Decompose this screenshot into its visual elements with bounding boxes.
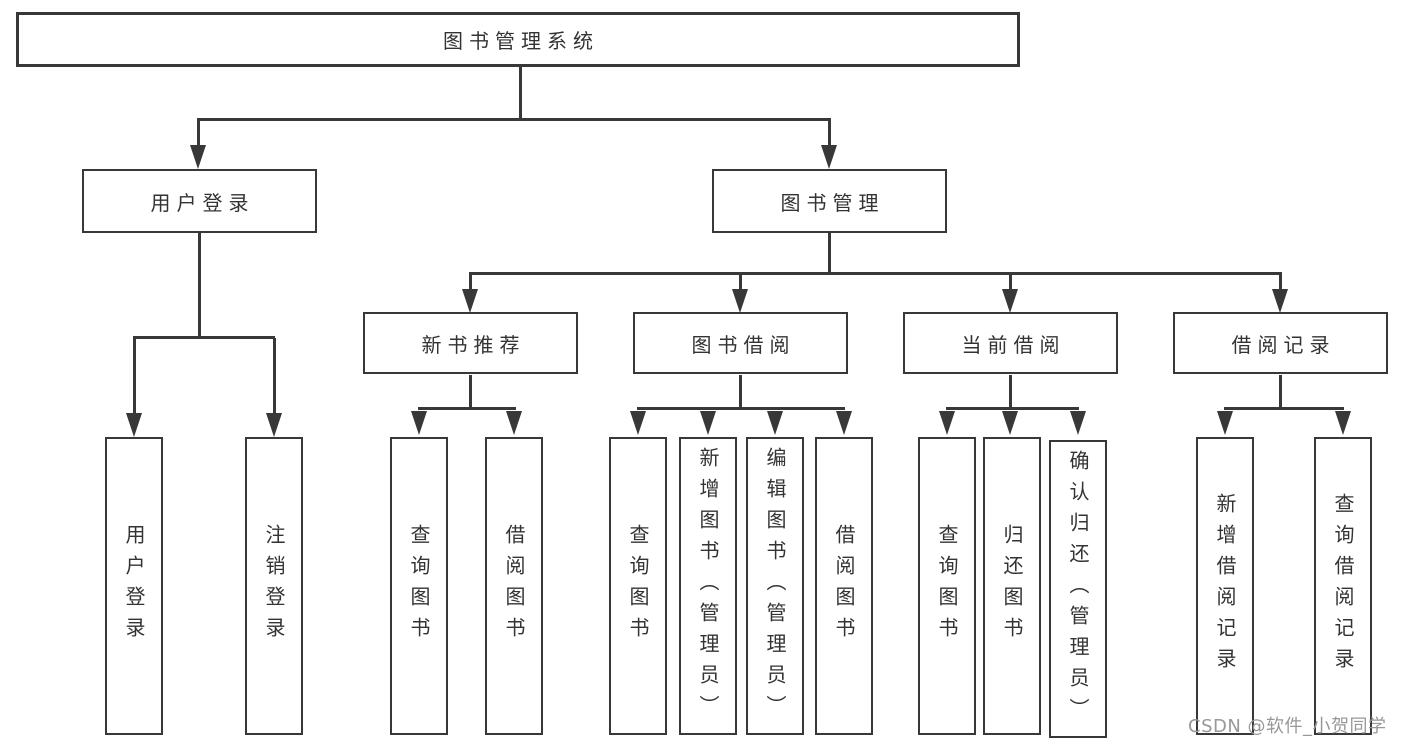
node-label: 查询图书 bbox=[407, 524, 431, 648]
arrow-down-icon bbox=[1002, 289, 1018, 313]
arrow-down-icon bbox=[1002, 411, 1018, 435]
connector-hline bbox=[197, 118, 831, 121]
node-label: 新书推荐 bbox=[421, 332, 526, 357]
node-new-book-recommend: 新书推荐 bbox=[363, 312, 578, 374]
leaf-current-confirm-return-admin: 确认归还（管理员） bbox=[1049, 440, 1107, 738]
leaf-borrowing-query-books: 查询图书 bbox=[609, 437, 667, 735]
node-label: 图书借阅 bbox=[691, 332, 796, 357]
connector-vline bbox=[133, 338, 136, 413]
node-label: 借阅图书 bbox=[832, 524, 856, 648]
connector-vline bbox=[469, 274, 472, 289]
csdn-watermark: CSDN @软件_小贺同学 bbox=[1188, 716, 1387, 737]
arrow-down-icon bbox=[126, 413, 142, 437]
leaf-recommend-query-books: 查询图书 bbox=[390, 437, 448, 735]
connector-vline bbox=[1009, 274, 1012, 289]
leaf-user-login: 用户登录 bbox=[105, 437, 163, 735]
node-label: 新增借阅记录 bbox=[1213, 493, 1237, 679]
node-book-management-group: 图书管理 bbox=[712, 169, 947, 233]
arrow-down-icon bbox=[630, 411, 646, 435]
node-label: 查询图书 bbox=[935, 524, 959, 648]
node-label: 注销登录 bbox=[262, 524, 286, 648]
connector-vline bbox=[273, 338, 276, 413]
connector-vline bbox=[198, 233, 201, 336]
leaf-current-query-books: 查询图书 bbox=[918, 437, 976, 735]
connector-hline bbox=[1224, 407, 1344, 410]
connector-vline bbox=[1279, 375, 1282, 407]
connector-vline bbox=[197, 120, 200, 146]
arrow-down-icon bbox=[836, 411, 852, 435]
node-label: 借阅图书 bbox=[502, 524, 526, 648]
arrow-down-icon bbox=[1070, 411, 1086, 435]
arrow-down-icon bbox=[1335, 411, 1351, 435]
leaf-current-return-books: 归还图书 bbox=[983, 437, 1041, 735]
connector-hline bbox=[637, 407, 845, 410]
node-borrowing-records: 借阅记录 bbox=[1173, 312, 1388, 374]
arrow-down-icon bbox=[767, 411, 783, 435]
connector-vline bbox=[469, 375, 472, 407]
connector-vline bbox=[739, 274, 742, 289]
leaf-records-add-borrow-record: 新增借阅记录 bbox=[1196, 437, 1254, 735]
node-label: 用户登录 bbox=[122, 524, 146, 648]
connector-vline bbox=[828, 120, 831, 146]
node-label: 查询图书 bbox=[626, 524, 650, 648]
node-book-borrowing: 图书借阅 bbox=[633, 312, 848, 374]
connector-hline bbox=[946, 407, 1079, 410]
node-label: 图书管理系统 bbox=[443, 29, 599, 53]
node-label: 归还图书 bbox=[1000, 524, 1024, 648]
node-label: 当前借阅 bbox=[961, 332, 1066, 357]
arrow-down-icon bbox=[190, 145, 206, 169]
arrow-down-icon bbox=[821, 145, 837, 169]
leaf-borrowing-edit-books-admin: 编辑图书（管理员） bbox=[746, 437, 804, 735]
connector-vline bbox=[739, 375, 742, 407]
node-label: 借阅记录 bbox=[1231, 332, 1336, 357]
node-current-borrowing: 当前借阅 bbox=[903, 312, 1118, 374]
connector-vline bbox=[828, 233, 831, 272]
node-root-library-management-system: 图书管理系统 bbox=[16, 12, 1020, 67]
leaf-borrowing-borrow-books: 借阅图书 bbox=[815, 437, 873, 735]
arrow-down-icon bbox=[700, 411, 716, 435]
connector-hline bbox=[418, 407, 516, 410]
node-label: 新增图书（管理员） bbox=[696, 446, 720, 726]
arrow-down-icon bbox=[1272, 289, 1288, 313]
arrow-down-icon bbox=[266, 413, 282, 437]
connector-vline bbox=[1009, 375, 1012, 407]
leaf-borrowing-add-books-admin: 新增图书（管理员） bbox=[679, 437, 737, 735]
connector-hline bbox=[133, 336, 275, 339]
arrow-down-icon bbox=[1217, 411, 1233, 435]
node-label: 图书管理 bbox=[780, 190, 885, 215]
node-user-login-group: 用户登录 bbox=[82, 169, 317, 233]
arrow-down-icon bbox=[506, 411, 522, 435]
node-label: 编辑图书（管理员） bbox=[763, 446, 787, 726]
connector-vline bbox=[519, 67, 522, 118]
connector-vline bbox=[1279, 274, 1282, 289]
node-label: 确认归还（管理员） bbox=[1066, 449, 1090, 729]
arrow-down-icon bbox=[462, 289, 478, 313]
node-label: 用户登录 bbox=[150, 190, 255, 215]
arrow-down-icon bbox=[411, 411, 427, 435]
connector-hline bbox=[469, 272, 1282, 275]
node-label: 查询借阅记录 bbox=[1331, 493, 1355, 679]
leaf-recommend-borrow-books: 借阅图书 bbox=[485, 437, 543, 735]
leaf-logout: 注销登录 bbox=[245, 437, 303, 735]
arrow-down-icon bbox=[939, 411, 955, 435]
arrow-down-icon bbox=[732, 289, 748, 313]
leaf-records-query-borrow-record: 查询借阅记录 bbox=[1314, 437, 1372, 735]
